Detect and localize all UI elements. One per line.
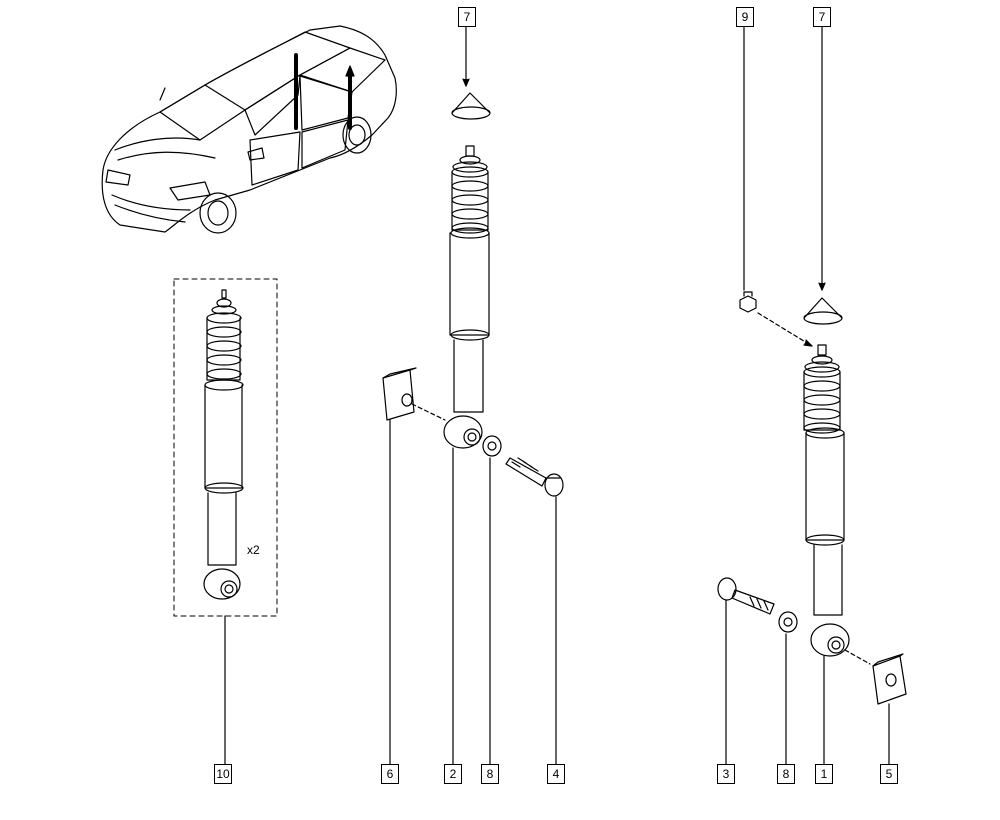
right-shock-absorber <box>804 25 849 766</box>
washer-left <box>483 436 501 766</box>
callout-2: 2 <box>444 764 462 784</box>
callout-10: 10 <box>214 764 232 784</box>
callout-7-right: 7 <box>813 7 831 27</box>
quantity-label: x2 <box>247 543 260 557</box>
bolt-left <box>506 458 563 766</box>
left-shock-absorber <box>444 25 490 766</box>
washer-right <box>779 612 797 766</box>
callout-8-left: 8 <box>481 764 499 784</box>
callout-9: 9 <box>736 7 754 27</box>
callout-4: 4 <box>547 764 565 784</box>
callout-8-right: 8 <box>777 764 795 784</box>
shock-absorber-kit-illustration <box>174 279 277 766</box>
callout-7-left: 7 <box>458 7 476 27</box>
nut-plate-left <box>383 368 445 766</box>
bolt-right <box>718 578 774 766</box>
vehicle-location-illustration <box>102 26 396 233</box>
nut-plate-right <box>845 650 906 766</box>
callout-5: 5 <box>880 764 898 784</box>
callout-3: 3 <box>717 764 735 784</box>
callout-1: 1 <box>815 764 833 784</box>
nut-right <box>740 25 812 346</box>
callout-6: 6 <box>381 764 399 784</box>
